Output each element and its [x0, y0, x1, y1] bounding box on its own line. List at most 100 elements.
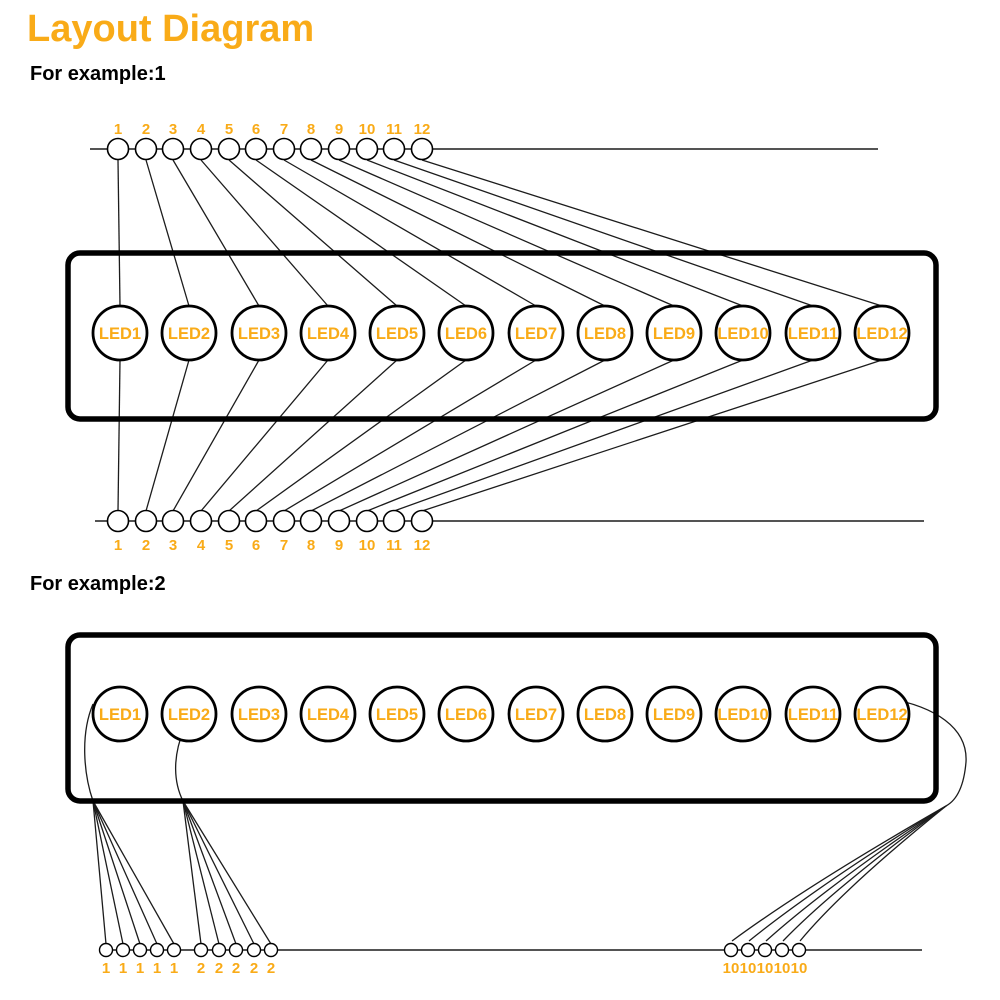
- led-label: LED1: [99, 325, 141, 343]
- pin-circle: [299, 137, 323, 161]
- pin-circle: [98, 942, 114, 958]
- pin-number: 9: [335, 121, 343, 138]
- wire: [338, 359, 675, 512]
- wire: [200, 359, 329, 512]
- pin-circle: [193, 942, 209, 958]
- led-circle: [714, 304, 772, 362]
- pin-number: 2: [267, 960, 275, 977]
- example1-top-wires: [117, 159, 883, 307]
- pin-circle: [272, 137, 296, 161]
- led-circle: [853, 304, 911, 362]
- pin-number: 2: [232, 960, 240, 977]
- wire: [765, 805, 947, 942]
- wire: [283, 159, 537, 307]
- led-circle: [160, 685, 218, 743]
- pin-number: 6: [252, 537, 260, 554]
- pin-circle: [244, 509, 268, 533]
- wire: [366, 359, 744, 512]
- example2-diagram: LED1 LED2 LED3 LED4 LED5 LED6 LED7 LED8 …: [65, 632, 967, 977]
- pin-number: 2: [142, 537, 150, 554]
- example2-pins-group-10: 10 10 10 10 10: [723, 942, 807, 977]
- led-label: LED7: [515, 706, 557, 724]
- page-title: Layout Diagram: [27, 8, 315, 50]
- pin-number: 1: [114, 121, 122, 138]
- led-circle: [91, 304, 149, 362]
- pin-number: 10: [774, 960, 791, 977]
- pin-number: 11: [386, 121, 402, 138]
- pin-number: 4: [197, 121, 206, 138]
- example2-pins-group-2: 2 2 2 2 2: [193, 942, 279, 977]
- led-label: LED6: [445, 706, 487, 724]
- pin-number: 8: [307, 537, 315, 554]
- led-label: LED4: [307, 706, 350, 724]
- pin-number: 2: [197, 960, 205, 977]
- example1-top-pin-numbers: 1 2 3 4 5 6 7 8 9 10 11 12: [114, 121, 431, 138]
- led-circle: [230, 685, 288, 743]
- pin-circle: [134, 509, 158, 533]
- example1-bottom-pins: [106, 509, 434, 533]
- example2-label: For example:2: [30, 573, 166, 595]
- led-circle: [507, 304, 565, 362]
- pin-number: 1: [170, 960, 178, 977]
- wire: [182, 800, 202, 945]
- example1-bottom-pin-numbers: 1 2 3 4 5 6 7 8 9 10 11 12: [114, 537, 431, 554]
- pin-circle: [382, 137, 406, 161]
- pin-circle: [299, 509, 323, 533]
- wire: [182, 800, 220, 945]
- example1-bottom-wires: [117, 359, 883, 512]
- led-circle: [645, 685, 703, 743]
- pin-circle: [115, 942, 131, 958]
- led-circle: [91, 685, 149, 743]
- pin-circle: [740, 942, 756, 958]
- pin-number: 2: [250, 960, 258, 977]
- pin-circle: [228, 942, 244, 958]
- pin-circle: [189, 509, 213, 533]
- pin-number: 6: [252, 121, 260, 138]
- pin-circle: [161, 137, 185, 161]
- pin-number: 5: [225, 537, 233, 554]
- led-circle: [784, 685, 842, 743]
- led-circle: [576, 304, 634, 362]
- pin-number: 7: [280, 537, 288, 554]
- pin-number: 11: [386, 537, 402, 554]
- pin-circle: [382, 509, 406, 533]
- pin-number: 1: [119, 960, 127, 977]
- pin-number: 12: [414, 121, 431, 138]
- pin-circle: [410, 137, 434, 161]
- pin-circle: [161, 509, 185, 533]
- led-label: LED9: [653, 706, 695, 724]
- pin-number: 10: [359, 121, 376, 138]
- pin-number: 9: [335, 537, 343, 554]
- pin-number: 10: [740, 960, 757, 977]
- wire: [145, 359, 190, 512]
- wire: [310, 359, 606, 512]
- pin-circle: [217, 509, 241, 533]
- wire: [799, 805, 947, 942]
- wire: [366, 159, 744, 307]
- led-circle: [230, 304, 288, 362]
- pin-circle: [327, 509, 351, 533]
- wire: [228, 159, 398, 307]
- pin-circle: [134, 137, 158, 161]
- example2-pins-group-1: 1 1 1 1 1: [98, 942, 182, 977]
- wire: [393, 159, 814, 307]
- wire: [310, 159, 606, 307]
- wire: [228, 359, 398, 512]
- example1-leds: LED1 LED2 LED3 LED4 LED5 LED6 LED7 LED8 …: [91, 304, 911, 362]
- pin-circle: [106, 137, 130, 161]
- led-label: LED12: [856, 706, 907, 724]
- led-circle: [437, 304, 495, 362]
- pin-number: 3: [169, 537, 177, 554]
- pin-circle: [774, 942, 790, 958]
- led-label: LED11: [788, 325, 838, 343]
- example1-top-pins: [106, 137, 434, 161]
- led12-lead-curve: [885, 697, 967, 807]
- led1-lead-curve: [84, 703, 94, 802]
- pin-circle: [355, 509, 379, 533]
- led-label: LED1: [99, 706, 141, 724]
- pin-number: 4: [197, 537, 206, 554]
- pin-circle: [217, 137, 241, 161]
- led-label: LED8: [584, 706, 626, 724]
- pin-number: 1: [102, 960, 110, 977]
